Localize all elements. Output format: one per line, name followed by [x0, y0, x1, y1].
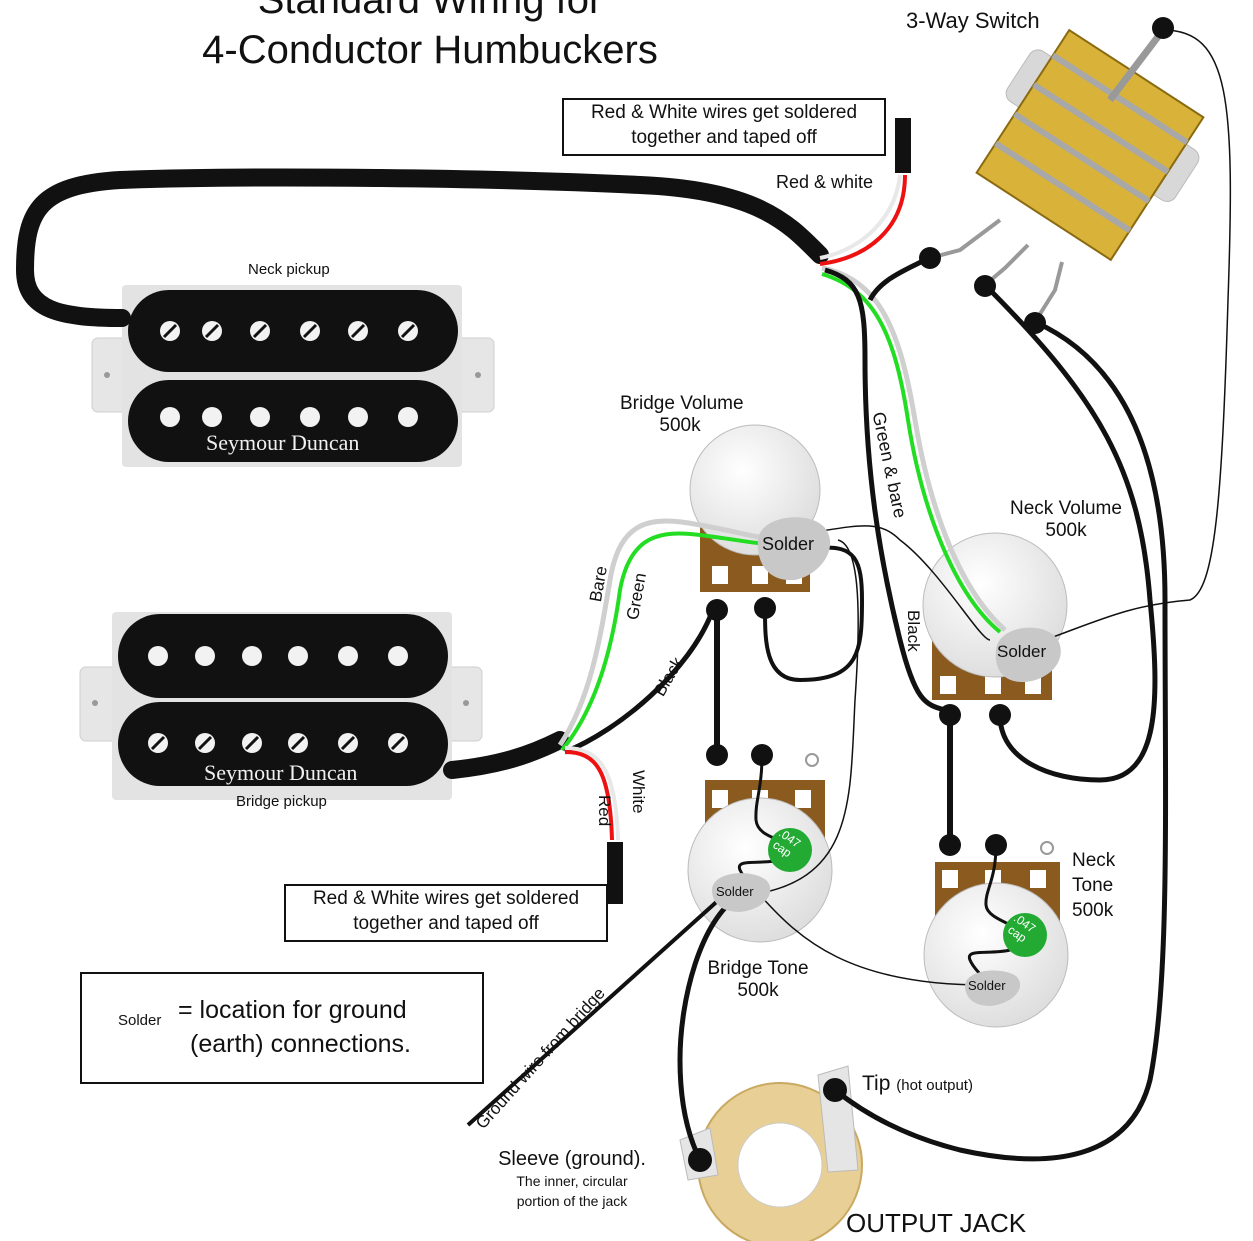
switch-to-jack-wire [833, 319, 1169, 1162]
note-top: Red & White wires get soldered together … [562, 98, 886, 156]
bridge-tone-value: 500k [737, 980, 779, 1001]
neck-tone-solder [965, 970, 1021, 1006]
sleeve-note1: The inner, circular [516, 1173, 628, 1189]
note-top-line2: together and taped off [631, 127, 817, 148]
sleeve-note2: portion of the jack [516, 1193, 628, 1209]
bridge-bare-wire [557, 518, 791, 747]
bridge-pickup [79, 612, 483, 800]
neck-green-wire [821, 272, 1002, 634]
neck-volume-label: Neck Volume 500k [1006, 498, 1126, 542]
legend-line2: (earth) connections. [190, 1030, 411, 1058]
neck-pickup-label: Neck pickup [248, 261, 330, 278]
neck-tone-solder-label: Solder [968, 978, 1006, 993]
neck-tone-name: Neck [1072, 850, 1116, 871]
bridge-red-wire [564, 750, 614, 841]
diagram-title-line2: 4-Conductor Humbuckers [202, 28, 658, 72]
bridge-volume-name: Bridge Volume [620, 393, 744, 414]
bridge-black-wire [564, 611, 715, 755]
bridge-tone-name: Bridge Tone [707, 958, 809, 979]
bridge-tone-solder-label: Solder [716, 884, 754, 899]
connection-dots [688, 17, 1174, 1172]
legend-box: Solder = location for ground (earth) con… [80, 972, 484, 1084]
bridge-green-wire [560, 531, 786, 752]
bridge-tone-label: Bridge Tone 500k [698, 958, 818, 1002]
neck-black-wire [824, 267, 946, 713]
neck-volume-value: 500k [1045, 520, 1087, 541]
bridge-pickup-label: Bridge pickup [236, 793, 327, 810]
output-jack-title: OUTPUT JACK [846, 1208, 1027, 1238]
red-wire-label: Red [595, 795, 614, 827]
neck-tone-capacitor [1003, 913, 1047, 957]
bridge-tone-solder [712, 873, 771, 912]
note-bottom-line1: Red & White wires get soldered [312, 888, 580, 909]
neck-volume-solder [995, 627, 1061, 683]
neck-cable [15, 168, 829, 327]
tip-note: (hot output) [896, 1077, 973, 1094]
bridge-volume-solder [757, 517, 831, 581]
bridge-volume-solder-label: Solder [762, 534, 815, 554]
neck-white-wire [819, 174, 902, 260]
bridge-white-wire [564, 746, 620, 841]
neck-bare-wire [821, 265, 1007, 632]
bridge-cable [443, 731, 569, 779]
neck-tone-name2: Tone [1072, 875, 1114, 896]
sleeve-label: Sleeve (ground). The inner, circular por… [482, 1148, 662, 1211]
switch-label: 3-Way Switch [906, 8, 1040, 33]
tip-label: Tip (hot output) [862, 1072, 973, 1096]
note-bottom-line2: together and taped off [353, 913, 539, 934]
neck-pickup [91, 285, 495, 467]
diagram-title-line1: Standard Wiring for [257, 0, 603, 22]
sleeve-wire [677, 892, 742, 1162]
bridge-volume-value: 500k [659, 415, 701, 436]
neck-volume-name: Neck Volume [1010, 498, 1122, 519]
note-top-line1: Red & White wires get soldered [590, 102, 858, 123]
neck-tone-value: 500k [1072, 900, 1114, 921]
bridge-volume-label: Bridge Volume 500k [620, 393, 744, 437]
neck-black-branch [867, 257, 927, 302]
bridge-tone-capacitor [768, 828, 812, 872]
sleeve-text: Sleeve (ground). [498, 1148, 646, 1170]
ground-wire-from-bridge [466, 886, 734, 1127]
white-wire-label: White [629, 770, 648, 814]
neck-tape [895, 118, 911, 173]
neck-pickup-brand: Seymour Duncan [206, 430, 360, 455]
neck-tone-label: Neck Tone 500k [1072, 848, 1115, 923]
bridge-tape [607, 842, 623, 904]
neck-red-wire [819, 174, 907, 266]
red-white-wire-label: Red & white [776, 172, 874, 192]
legend-line1: = location for ground [178, 996, 407, 1024]
neck-volume-solder-label: Solder [997, 642, 1047, 661]
tip-text: Tip [862, 1072, 891, 1095]
note-bottom: Red & White wires get soldered together … [284, 884, 608, 942]
legend-solder-label: Solder [118, 1012, 162, 1029]
neck-black-wire-label: Black [904, 610, 923, 652]
bridge-pickup-brand: Seymour Duncan [204, 760, 358, 785]
three-way-switch [929, 27, 1205, 324]
